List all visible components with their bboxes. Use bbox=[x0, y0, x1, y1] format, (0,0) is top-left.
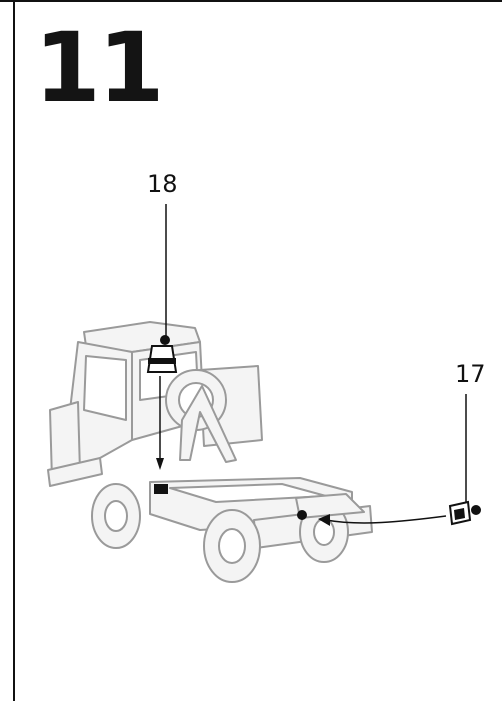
part-18-arrow-head bbox=[156, 458, 164, 470]
part-17-hitch bbox=[297, 394, 481, 526]
step-number: 11 bbox=[34, 12, 165, 124]
front-wheel-hub bbox=[104, 500, 128, 532]
rear-wheel-far-hub bbox=[313, 518, 335, 546]
part-17-knob bbox=[471, 505, 481, 515]
truck-body bbox=[47, 321, 373, 583]
page-border-left bbox=[13, 0, 15, 701]
spare-wheel-bracket bbox=[179, 385, 237, 463]
callout-18: 18 bbox=[147, 170, 178, 198]
part-17-target bbox=[297, 510, 307, 520]
rear-wheel-near-hub bbox=[218, 528, 246, 564]
front-bumper bbox=[47, 457, 103, 487]
part-18-mount bbox=[154, 484, 168, 494]
part-18-knob bbox=[160, 335, 170, 345]
callout-17: 17 bbox=[455, 360, 486, 388]
part-17-arrow-line bbox=[325, 515, 447, 524]
part-18-light bbox=[146, 204, 178, 494]
part-17-core bbox=[454, 508, 465, 520]
part-18-band bbox=[148, 358, 176, 364]
part-17-arrow-head bbox=[318, 514, 330, 526]
cab-windshield bbox=[83, 355, 127, 421]
page-border-top bbox=[0, 0, 502, 2]
